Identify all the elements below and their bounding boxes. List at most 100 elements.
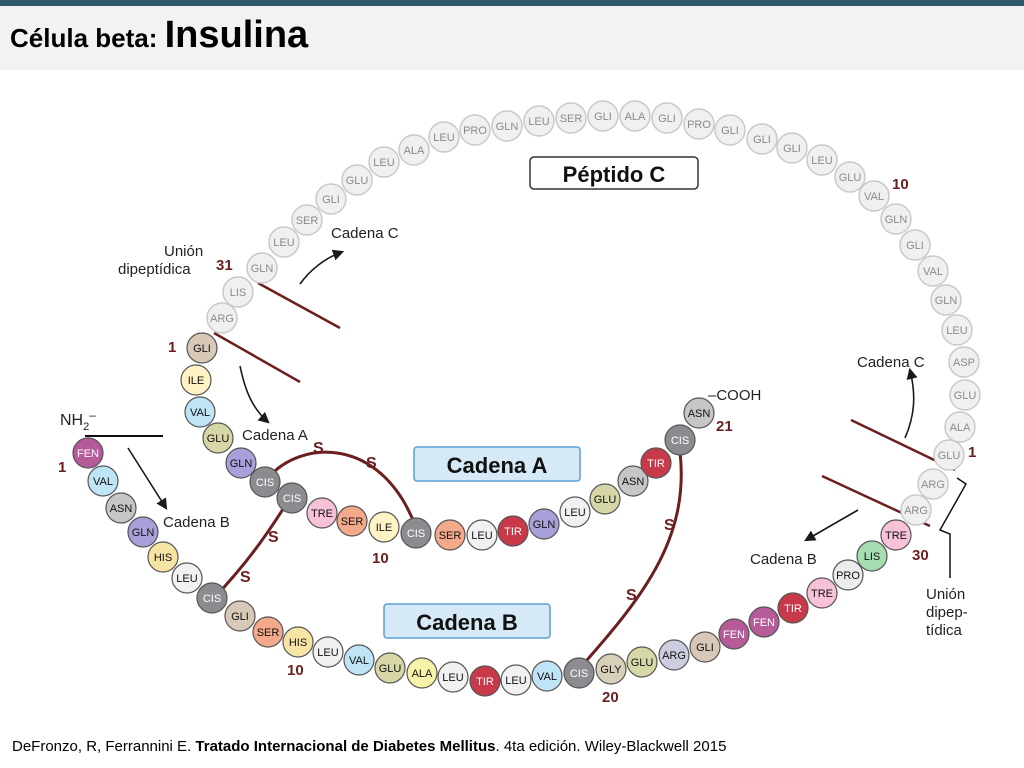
residue-bead: GLY [595, 653, 627, 685]
s-label: S [366, 455, 377, 472]
cadena-b-small-left: Cadena B [163, 514, 230, 531]
residue-label: CIS [570, 668, 588, 680]
residue-bead: GLN [880, 203, 912, 235]
residue-label: LEU [317, 647, 338, 659]
residue-label: ASN [688, 408, 711, 420]
residue-label: GLI [721, 125, 739, 137]
residue-label: FEN [723, 629, 745, 641]
residue-label: ILE [376, 522, 393, 534]
residue-bead: LEU [941, 314, 973, 346]
residue-label: VAL [190, 407, 210, 419]
arrow-cadena-b-right [804, 509, 859, 542]
number-31: 31 [216, 257, 233, 274]
cadena-b-box: Cadena B [383, 603, 551, 639]
residue-bead: GLI [651, 102, 683, 134]
residue-label: LEU [505, 675, 526, 687]
residue-label: ILE [188, 375, 205, 387]
annotations: Unión dipeptídica Cadena C Cadena A Cade… [60, 225, 968, 639]
bond-cis-cis-intra [266, 450, 417, 526]
residue-bead: SER [252, 616, 284, 648]
peptido-c-box: Péptido C [529, 156, 699, 190]
s-label: S [268, 529, 279, 546]
residue-bead: VAL [917, 255, 949, 287]
cadena-a-label: Cadena A [447, 453, 548, 478]
residue-bead: ALA [406, 657, 438, 689]
residue-bead: TIR [469, 665, 501, 697]
residue-label: ALA [950, 422, 971, 434]
arrow-cadena-a [239, 365, 270, 424]
header-accent-bar [0, 0, 1024, 6]
residue-label: SER [257, 627, 280, 639]
residue-label: CIS [283, 493, 301, 505]
residue-label: GLU [938, 450, 961, 462]
page-title: Célula beta: Insulina [10, 14, 308, 57]
residue-label: GLI [231, 611, 249, 623]
residue-label: ASN [110, 503, 133, 515]
residue-bead: CIS [249, 466, 281, 498]
residue-bead: LEU [806, 144, 838, 176]
s-label: S [313, 440, 324, 457]
cadena-b-small-right: Cadena B [750, 551, 817, 568]
residue-bead: GLU [589, 483, 621, 515]
residue-bead: CIS [400, 517, 432, 549]
residue-bead: HIS [147, 541, 179, 573]
residue-label: GLN [935, 295, 958, 307]
residue-label: TRE [311, 508, 333, 520]
residue-label: CIS [671, 435, 689, 447]
residue-bead: HIS [282, 626, 314, 658]
slide-header [0, 6, 1024, 70]
residue-bead: ASN [105, 492, 137, 524]
residue-label: LEU [564, 507, 585, 519]
residue-bead: ALA [944, 411, 976, 443]
citation-title: Tratado Internacional de Diabetes Mellit… [195, 738, 496, 755]
title-main: Insulina [164, 14, 309, 56]
title-prefix: Célula beta: [10, 23, 165, 53]
residue-bead: GLI [315, 183, 347, 215]
number-1-c: 1 [968, 444, 976, 461]
nh2-label: NH2– [60, 408, 96, 433]
citation-edition: . 4ta edición. Wiley-Blackwell 2015 [495, 738, 727, 755]
residue-bead: GLI [714, 114, 746, 146]
residue-label: CIS [407, 528, 425, 540]
residue-bead: LEU [312, 636, 344, 668]
residue-label: LEU [433, 132, 454, 144]
residue-bead: CIS [563, 657, 595, 689]
residue-bead: GLI [899, 229, 931, 261]
residue-label: PRO [836, 570, 860, 582]
residue-label: GLN [496, 121, 519, 133]
residue-label: ASP [953, 357, 975, 369]
residue-bead: SER [291, 204, 323, 236]
sulfur-labels: S S S S S S [240, 440, 675, 604]
cadena-a-box: Cadena A [413, 446, 581, 482]
residue-bead: ARG [917, 468, 949, 500]
residue-bead: GLU [933, 439, 965, 471]
residue-bead: VAL [184, 396, 216, 428]
residue-bead: VAL [87, 465, 119, 497]
residue-bead: ALA [398, 134, 430, 166]
residue-label: ALA [625, 111, 646, 123]
residue-label: PRO [463, 125, 487, 137]
residue-bead: CIS [196, 582, 228, 614]
residue-bead: ALA [619, 100, 651, 132]
residue-bead: CIS [664, 424, 696, 456]
residue-label: TIR [784, 603, 802, 615]
residue-label: SER [560, 113, 583, 125]
residue-bead: GLU [834, 161, 866, 193]
residue-label: GLN [251, 263, 274, 275]
residue-bead: GLI [689, 631, 721, 663]
residue-bead: GLN [930, 284, 962, 316]
residue-label: LEU [442, 672, 463, 684]
arrow-cadena-b-left [127, 447, 168, 510]
residue-label: FEN [77, 448, 99, 460]
residue-label: ARG [662, 650, 686, 662]
number-20: 20 [602, 689, 619, 706]
residue-label: GLN [230, 458, 253, 470]
residue-label: ARG [904, 505, 928, 517]
residue-label: GLI [696, 642, 714, 654]
citation: DeFronzo, R, Ferrannini E. Tratado Inter… [12, 738, 726, 755]
residue-label: ASN [622, 476, 645, 488]
number-1-a: 1 [168, 339, 176, 356]
residue-label: LIS [864, 551, 881, 563]
cadena-c-left: Cadena C [331, 225, 399, 242]
residue-bead: GLI [224, 600, 256, 632]
